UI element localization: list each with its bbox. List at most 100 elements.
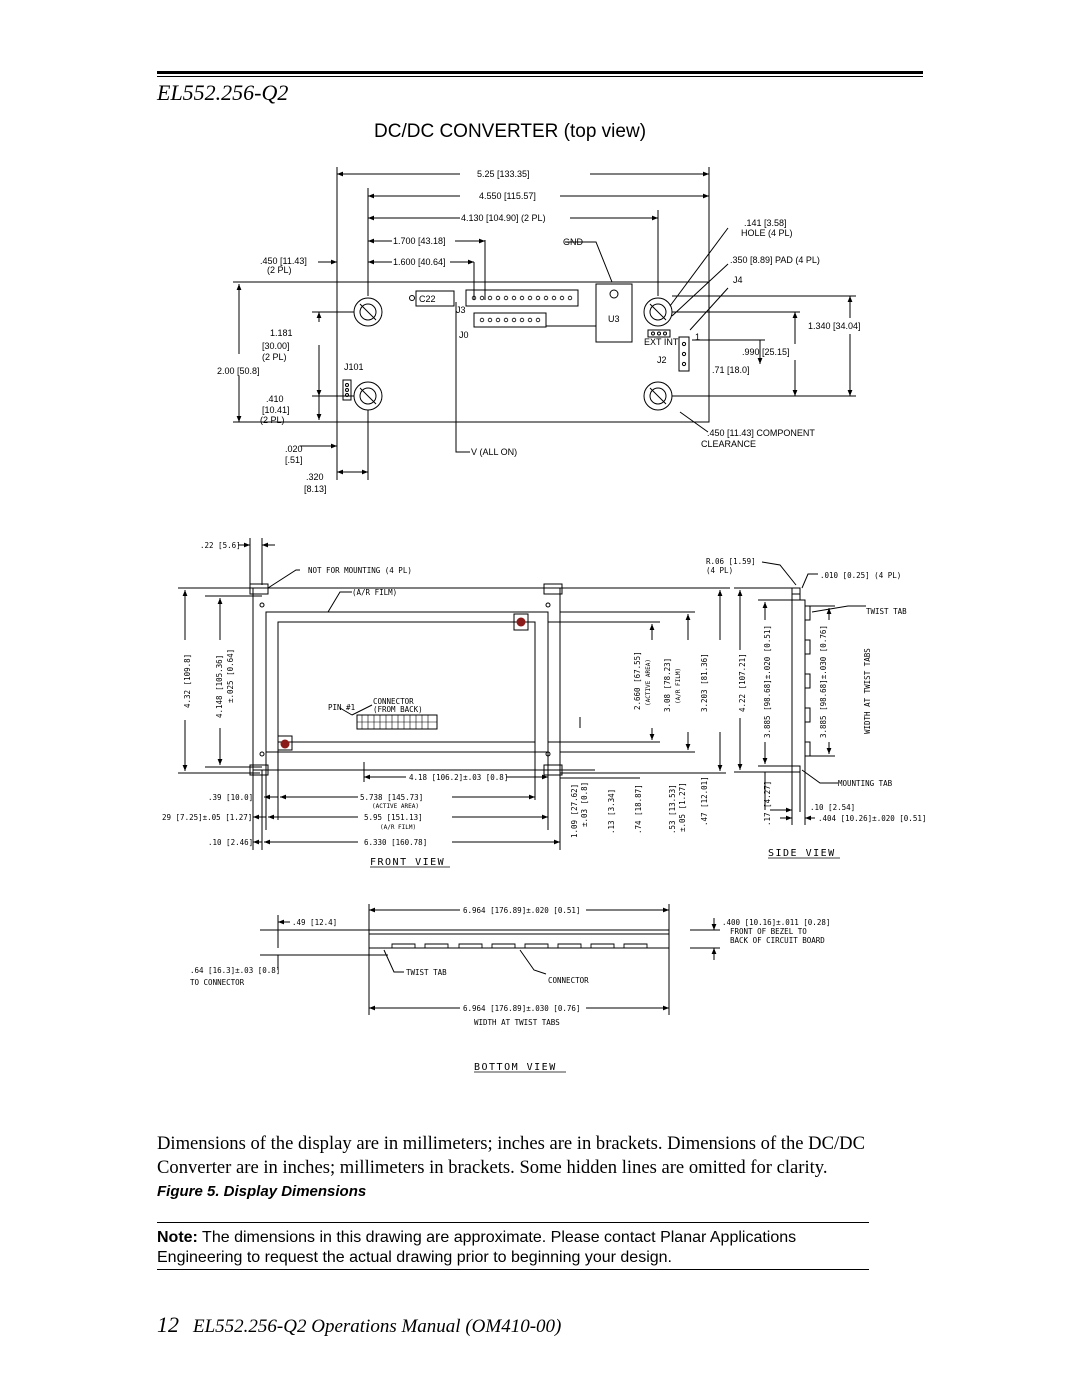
svg-text:.13 [3.34]: .13 [3.34]: [607, 789, 616, 834]
svg-text:FRONT VIEW: FRONT VIEW: [370, 857, 445, 868]
svg-text:3.203 [81.36]: 3.203 [81.36]: [700, 653, 709, 712]
svg-text:6.964 [176.89]±.030 [0.76]: 6.964 [176.89]±.030 [0.76]: [463, 1004, 580, 1013]
svg-text:29 [7.25]±.05 [1.27]: 29 [7.25]±.05 [1.27]: [162, 813, 252, 822]
svg-text:PIN #1: PIN #1: [328, 703, 355, 712]
svg-text:TWIST TAB: TWIST TAB: [406, 968, 447, 977]
svg-text:[30.00]: [30.00]: [262, 341, 290, 351]
pin-marker-top: [516, 617, 526, 627]
svg-text:R.06 [1.59]: R.06 [1.59]: [706, 557, 756, 566]
svg-text:CLEARANCE: CLEARANCE: [701, 439, 756, 449]
dcdc-drawing: [233, 167, 856, 480]
svg-text:4.550 [115.57]: 4.550 [115.57]: [479, 191, 536, 201]
svg-text:TO CONNECTOR: TO CONNECTOR: [190, 978, 245, 987]
svg-text:BOTTOM VIEW: BOTTOM VIEW: [474, 1062, 557, 1073]
svg-text:±.025 [0.64]: ±.025 [0.64]: [226, 649, 235, 703]
svg-text:FRONT OF BEZEL TO: FRONT OF BEZEL TO: [730, 927, 807, 936]
svg-text:[.51]: [.51]: [285, 455, 303, 465]
svg-text:3.08 [78.23]: 3.08 [78.23]: [663, 658, 672, 712]
svg-text:.990 [25.15]: .990 [25.15]: [742, 347, 790, 357]
svg-text:.450 [11.43]: .450 [11.43]: [260, 256, 307, 266]
header-rule-thick: [157, 71, 923, 74]
svg-text:GND: GND: [563, 237, 584, 247]
side-view-drawing: [734, 561, 866, 825]
svg-text:.39 [10.0]: .39 [10.0]: [208, 793, 253, 802]
svg-text:U3: U3: [608, 314, 620, 324]
figure-label: Figure 5. Display Dimensions: [157, 1183, 367, 1200]
svg-text:1.700 [43.18]: 1.700 [43.18]: [393, 236, 446, 246]
svg-text:1: 1: [695, 332, 700, 342]
svg-text:.400 [10.16]±.011 [0.28]: .400 [10.16]±.011 [0.28]: [722, 918, 830, 927]
svg-text:.53 [13.53]: .53 [13.53]: [668, 784, 677, 834]
svg-text:J101: J101: [344, 362, 364, 372]
svg-text:4.18 [106.2]±.03 [0.8]: 4.18 [106.2]±.03 [0.8]: [409, 773, 508, 782]
svg-text:.10 [2.54]: .10 [2.54]: [810, 803, 855, 812]
svg-text:(4 PL): (4 PL): [706, 566, 733, 575]
svg-text:4.32 [109.8]: 4.32 [109.8]: [183, 654, 192, 708]
note-top-rule: [157, 1222, 869, 1223]
svg-text:V (ALL ON): V (ALL ON): [471, 447, 517, 457]
svg-text:.320: .320: [306, 472, 324, 482]
side-view-text: R.06 [1.59] (4 PL) .010 [0.25] (4 PL) TW…: [706, 557, 926, 859]
svg-text:3.885 [98.68]±.030 [0.76]: 3.885 [98.68]±.030 [0.76]: [819, 625, 828, 738]
note-text: The dimensions in this drawing are appro…: [157, 1229, 797, 1266]
svg-text:EXT INT: EXT INT: [644, 337, 679, 347]
svg-text:J3: J3: [456, 305, 466, 315]
svg-text:3.885 [98.68]±.020 [0.51]: 3.885 [98.68]±.020 [0.51]: [763, 625, 772, 738]
svg-text:±.03 [0.8]: ±.03 [0.8]: [580, 782, 589, 827]
front-active-area: [277, 621, 536, 743]
svg-text:1.09 [27.62]: 1.09 [27.62]: [570, 784, 579, 838]
svg-text:5.738 [145.73]: 5.738 [145.73]: [360, 793, 423, 802]
svg-text:CONNECTOR: CONNECTOR: [373, 697, 414, 706]
svg-text:4.22 [107.21]: 4.22 [107.21]: [738, 653, 747, 712]
svg-text:5.95 [151.13]: 5.95 [151.13]: [364, 813, 423, 822]
svg-text:1.600 [40.64]: 1.600 [40.64]: [393, 257, 446, 267]
svg-text:.17 [4.27]: .17 [4.27]: [763, 781, 772, 826]
svg-text:(2 PL): (2 PL): [262, 352, 287, 362]
figure-caption: Dimensions of the display are in millime…: [157, 1133, 865, 1178]
svg-text:J4: J4: [733, 275, 743, 285]
dcdc-text: 5.25 [133.35] 4.550 [115.57] 4.130 [104.…: [217, 169, 861, 494]
svg-text:(A/R FILM): (A/R FILM): [675, 668, 682, 704]
svg-text:4.130 [104.90] (2 PL): 4.130 [104.90] (2 PL): [461, 213, 546, 223]
svg-text:.141 [3.58]: .141 [3.58]: [744, 218, 787, 228]
pin-marker-bottom: [280, 739, 290, 749]
svg-text:(ACTIVE AREA): (ACTIVE AREA): [645, 659, 652, 706]
svg-text:WIDTH AT TWIST TABS: WIDTH AT TWIST TABS: [863, 648, 872, 734]
svg-text:±.05 [1.27]: ±.05 [1.27]: [678, 782, 687, 832]
dcdc-board: [336, 281, 710, 423]
svg-text:NOT FOR MOUNTING (4 PL): NOT FOR MOUNTING (4 PL): [308, 566, 412, 575]
note-bottom-rule: [157, 1269, 869, 1270]
svg-text:4.148 [105.36]: 4.148 [105.36]: [215, 655, 224, 718]
front-view-text: .22 [5.6] NOT FOR MOUNTING (4 PL) (A/R F…: [162, 541, 709, 868]
svg-text:6.964 [176.89]±.020 [0.51]: 6.964 [176.89]±.020 [0.51]: [463, 906, 580, 915]
front-view-drawing: [178, 538, 730, 850]
svg-text:.350 [8.89] PAD (4 PL): .350 [8.89] PAD (4 PL): [730, 255, 820, 265]
svg-text:1.181: 1.181: [270, 328, 293, 338]
svg-text:(2 PL): (2 PL): [260, 415, 285, 425]
svg-text:1.340 [34.04]: 1.340 [34.04]: [808, 321, 861, 331]
svg-text:.010 [0.25] (4 PL): .010 [0.25] (4 PL): [820, 571, 901, 580]
svg-text:.404 [10.26]±.020 [0.51]: .404 [10.26]±.020 [0.51]: [818, 814, 926, 823]
svg-text:.22 [5.6]: .22 [5.6]: [200, 541, 241, 550]
svg-text:6.330 [160.78]: 6.330 [160.78]: [364, 838, 427, 847]
front-bezel: [265, 611, 549, 753]
front-outer: [252, 587, 561, 771]
svg-text:.71 [18.0]: .71 [18.0]: [712, 365, 750, 375]
svg-text:J2: J2: [657, 355, 667, 365]
svg-text:TWIST TAB: TWIST TAB: [866, 607, 907, 616]
svg-text:5.25 [133.35]: 5.25 [133.35]: [477, 169, 530, 179]
svg-text:.450 [11.43] COMPONENT: .450 [11.43] COMPONENT: [707, 428, 815, 438]
svg-text:HOLE (4 PL): HOLE (4 PL): [741, 228, 793, 238]
svg-text:.10 [2.46]: .10 [2.46]: [208, 838, 253, 847]
svg-text:BACK OF CIRCUIT BOARD: BACK OF CIRCUIT BOARD: [730, 936, 825, 945]
svg-text:.74 [18.87]: .74 [18.87]: [634, 784, 643, 834]
bottom-view-text: 6.964 [176.89]±.020 [0.51] .49 [12.4] .4…: [190, 906, 830, 1073]
svg-text:.410: .410: [266, 394, 284, 404]
svg-text:C22: C22: [419, 294, 436, 304]
svg-text:(ACTIVE AREA): (ACTIVE AREA): [372, 803, 419, 810]
dcdc-title: DC/DC CONVERTER (top view): [374, 121, 647, 142]
svg-text:[10.41]: [10.41]: [262, 405, 290, 415]
bottom-view-drawing: [260, 904, 720, 1015]
svg-text:WIDTH AT TWIST TABS: WIDTH AT TWIST TABS: [474, 1018, 560, 1027]
